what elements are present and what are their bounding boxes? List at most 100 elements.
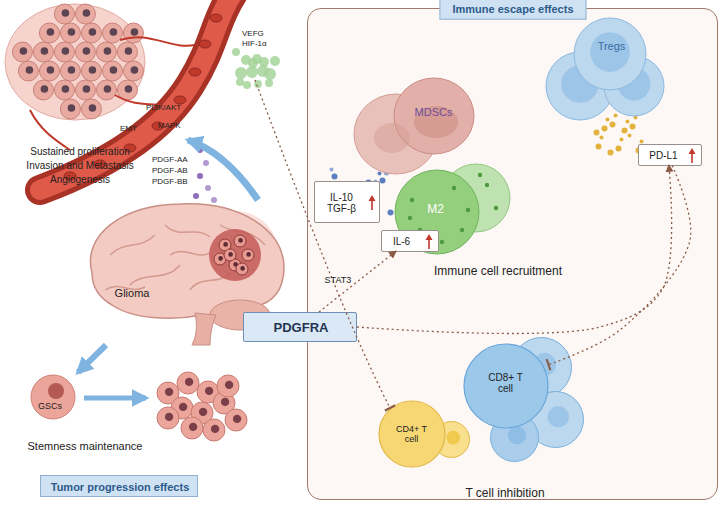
receptor-box: PDGFRA	[243, 312, 357, 342]
flow-arrow	[84, 396, 146, 401]
node-text: M2	[427, 203, 444, 217]
cluster-cell	[203, 419, 225, 441]
brain-gyrus	[170, 251, 210, 255]
increase-arrow-head	[688, 148, 695, 154]
node-text: MDSCs	[415, 105, 453, 118]
tumor-cell	[224, 249, 236, 261]
tumor-cell-nucleus	[83, 85, 91, 93]
annotation-label: T cell inhibition	[465, 487, 544, 500]
pdl1-dot	[616, 146, 622, 152]
tumor-cell	[60, 99, 80, 119]
t-cell: CD8+ T cell	[463, 343, 549, 429]
treg-cell: Tregs	[540, 14, 665, 126]
tumor-cell-nucleus	[41, 85, 49, 93]
node-text: PDGFRA	[274, 321, 329, 336]
vegf-dot	[235, 67, 247, 79]
tumor-cell	[75, 80, 95, 100]
cell-granule	[451, 185, 455, 189]
t-cell-back-nucleus	[508, 426, 526, 444]
increase-arrow	[691, 153, 693, 163]
tumor-cell-nucleus	[228, 252, 233, 257]
pdl1-dot	[606, 118, 610, 122]
tumor-cell-nucleus	[62, 9, 70, 17]
tumor-cell-nucleus	[89, 66, 97, 74]
pdl1-dot	[626, 120, 630, 124]
tumor-cell-nucleus	[20, 47, 28, 55]
increase-arrow-head	[425, 234, 432, 240]
cytokine-dot	[380, 178, 386, 184]
tumor-cell-nucleus	[89, 28, 97, 36]
cell-granule	[484, 182, 488, 186]
annotation-label: PI3K/AKT	[146, 104, 181, 113]
edge-label: STAT3	[325, 276, 352, 286]
tumor-cell	[75, 4, 95, 24]
tumor-cell	[54, 4, 74, 24]
tumor-cell	[123, 23, 143, 43]
tumor-cell-nucleus	[240, 266, 245, 271]
tumor-cell-nucleus	[62, 47, 70, 55]
tumor-cell-nucleus	[110, 66, 118, 74]
cluster-cell	[157, 407, 179, 429]
pdl1-dot	[594, 130, 600, 136]
cell-body	[379, 401, 445, 467]
pdl1-dot	[630, 124, 636, 130]
tumor-cell	[60, 23, 80, 43]
pdgf-dot	[211, 197, 217, 203]
node-text: IL-10 TGF-β	[321, 191, 363, 214]
t-cell: CD4+ T cell	[378, 400, 446, 468]
cell-nucleus	[374, 123, 410, 153]
tumor-cell	[75, 42, 95, 62]
cell-granule	[477, 172, 481, 176]
cell-granule	[409, 197, 413, 201]
t-cell-back-nucleus	[446, 431, 460, 445]
tumor-cell-nucleus	[238, 238, 243, 243]
tumor-cell-nucleus	[104, 85, 112, 93]
annotation-label: HIF-1α	[242, 40, 267, 49]
small-vessel	[120, 37, 195, 46]
tumor	[209, 229, 261, 281]
tumor-cell	[60, 61, 80, 81]
stem-cell-shape	[28, 372, 78, 422]
tumor-cell	[18, 61, 38, 81]
cell-granule	[407, 215, 411, 219]
annotation-label: Angiogenesis	[50, 174, 110, 185]
tumor-cell	[33, 80, 53, 100]
node-text: IL-6	[393, 236, 410, 248]
annotation-label: Immune cell recruitment	[434, 265, 562, 278]
red-blood-cell	[189, 68, 201, 76]
annotation-label: MAPK	[158, 122, 181, 131]
pdl1-dot	[602, 126, 608, 132]
pdgf-dot	[205, 185, 211, 191]
pdl1-dot	[610, 122, 616, 128]
tumor-cell	[117, 42, 137, 62]
vegf-dot	[254, 80, 262, 88]
cell-body	[574, 18, 646, 90]
tumor-cell-nucleus	[131, 28, 139, 36]
cell-granule	[465, 207, 469, 211]
cytokine-box: PD-L1	[638, 144, 702, 166]
tumor-cell-nucleus	[89, 104, 97, 112]
pdgf-dot	[197, 173, 203, 179]
cytokine-dot	[332, 174, 338, 180]
cytokine-box-shape	[382, 231, 440, 253]
tumor-cell	[81, 23, 101, 43]
cluster-cell	[217, 375, 239, 397]
tumor-cell	[39, 61, 59, 81]
cluster-cell	[225, 409, 247, 431]
cell-body	[31, 375, 75, 419]
signal-arrow	[319, 252, 396, 313]
annotation-label: Stemness maintenance	[28, 440, 143, 452]
cell-nucleus	[590, 32, 630, 72]
tumor-cell-nucleus	[47, 66, 55, 74]
vegf-dot	[232, 48, 240, 56]
activation-arrow	[357, 166, 672, 334]
tumor-cell-nucleus	[83, 9, 91, 17]
tumor-cell-nucleus	[68, 104, 76, 112]
tumor-cell	[96, 42, 116, 62]
tumor-cell-nucleus	[83, 47, 91, 55]
cluster-cell	[177, 372, 199, 394]
tumor-cell	[242, 249, 254, 261]
tumor-cell-nucleus	[125, 85, 133, 93]
tumor-cell	[54, 80, 74, 100]
